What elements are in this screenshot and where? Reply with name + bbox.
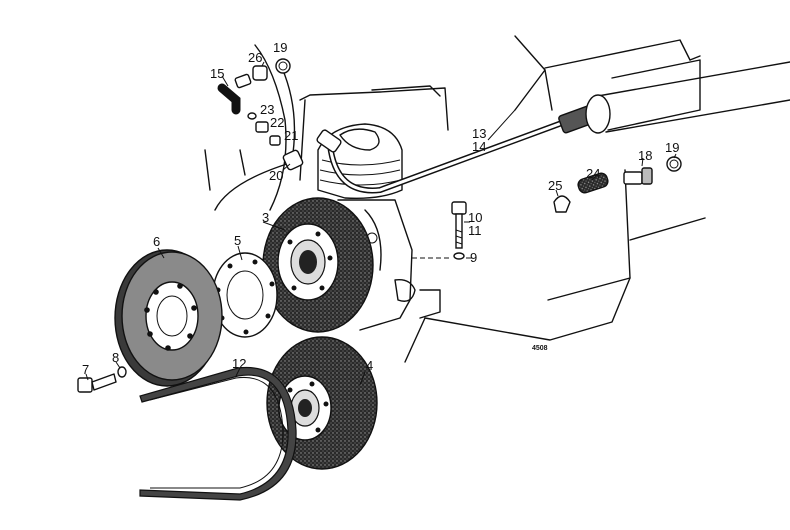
nut-9	[453, 252, 465, 260]
callout-10: 10	[468, 210, 482, 225]
sleeve-22	[255, 121, 269, 133]
drawing-number: 4508	[532, 345, 548, 352]
v-belt-12	[139, 366, 297, 501]
callout-5: 5	[234, 233, 241, 248]
seal-ring-19-left	[275, 58, 291, 74]
union-nut-20	[282, 149, 304, 171]
callout-25: 25	[548, 178, 562, 193]
compressor-body	[317, 123, 416, 331]
callout-11: 11	[468, 223, 482, 238]
callout-26: 26	[248, 50, 262, 65]
leader-lines	[85, 61, 677, 386]
bolt-7	[77, 373, 117, 393]
callout-4: 4	[366, 358, 373, 373]
callout-13: 13	[472, 126, 486, 141]
nut-26	[252, 65, 268, 81]
seal-ring-19-right-inner	[669, 159, 679, 169]
callout-7: 7	[82, 362, 89, 377]
pulley-4	[266, 336, 378, 470]
callout-22: 22	[270, 115, 284, 130]
callout-18: 18	[638, 148, 652, 163]
callout-9: 9	[470, 250, 477, 265]
disc-6	[114, 249, 223, 387]
seal-ring-19-left-inner	[278, 61, 288, 71]
callout-19-left: 19	[273, 40, 287, 55]
nipple-21	[269, 135, 281, 146]
flange-plate-5	[212, 252, 278, 338]
callout-24: 24	[586, 166, 600, 181]
callout-6: 6	[153, 234, 160, 249]
callout-3: 3	[262, 210, 269, 225]
hose-24	[577, 172, 609, 194]
hose-clamp-25	[553, 195, 571, 213]
callout-labels: 3 4 5 6 7 8 9 10 11 12 13 14 15 18 19 19…	[82, 40, 679, 377]
elbow-fitting-15	[217, 73, 252, 115]
callout-12: 12	[232, 356, 246, 371]
callout-21: 21	[284, 128, 298, 143]
washer-8	[117, 366, 127, 378]
ring-23	[247, 112, 257, 120]
callout-14: 14	[472, 139, 486, 154]
pulley-3	[262, 197, 374, 333]
fitting-18	[623, 167, 653, 185]
callout-20: 20	[269, 168, 283, 183]
bolt-10	[451, 201, 467, 249]
callout-8: 8	[112, 350, 119, 365]
seal-ring-19-right	[666, 156, 682, 172]
callout-23: 23	[260, 102, 274, 117]
callout-19-right: 19	[665, 140, 679, 155]
callout-15: 15	[210, 66, 224, 81]
intake-cylinder	[585, 61, 790, 134]
